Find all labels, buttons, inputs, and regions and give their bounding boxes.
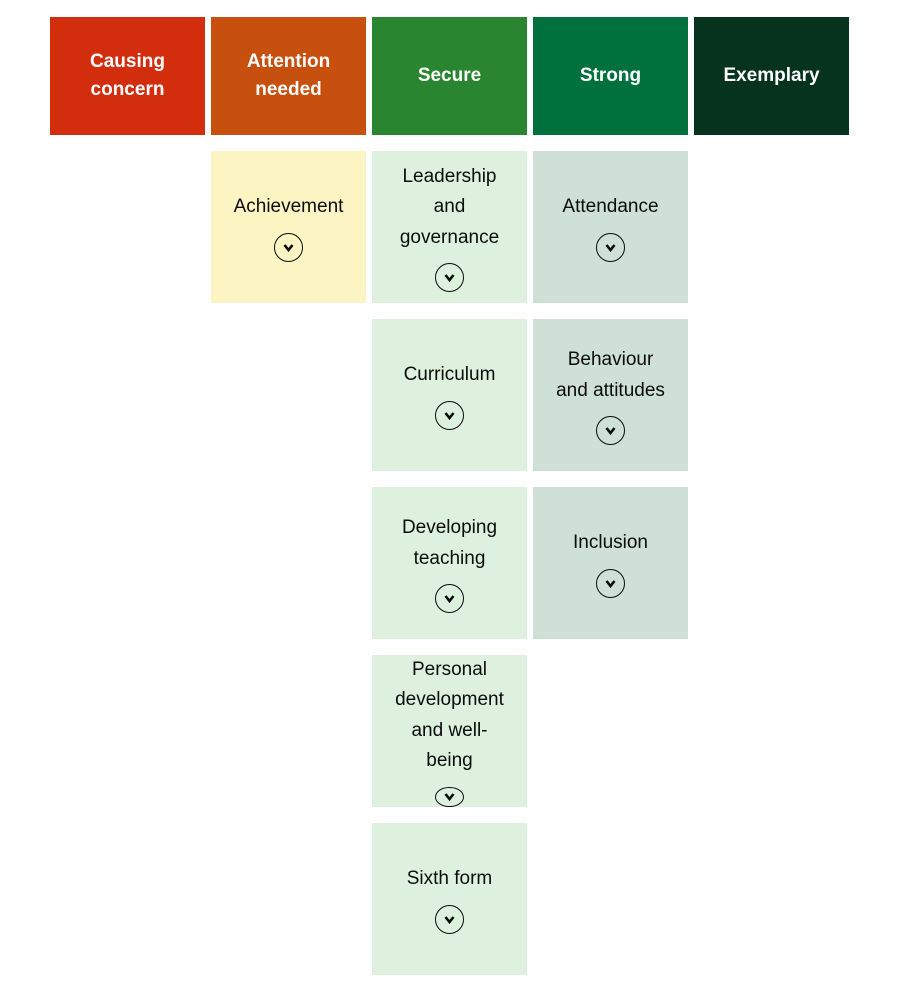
column-header-strong: Strong bbox=[533, 17, 688, 135]
card-label: Inclusion bbox=[573, 532, 648, 554]
card-attendance[interactable]: Attendance bbox=[533, 151, 688, 303]
card-label: Personal development and well-being bbox=[395, 659, 504, 772]
card-leadership-and-governance[interactable]: Leadership and governance bbox=[372, 151, 527, 303]
chevron-down-icon[interactable] bbox=[435, 583, 464, 613]
card-sixth-form[interactable]: Sixth form bbox=[372, 823, 527, 975]
card-label: Developing teaching bbox=[401, 517, 498, 569]
chevron-down-icon[interactable] bbox=[435, 786, 464, 807]
chevron-down-icon[interactable] bbox=[596, 568, 625, 598]
chevron-down-icon[interactable] bbox=[596, 232, 625, 262]
card-label: Curriculum bbox=[403, 364, 496, 386]
chevron-down-icon[interactable] bbox=[435, 263, 464, 293]
card-achievement[interactable]: Achievement bbox=[211, 151, 366, 303]
card-label: Sixth form bbox=[406, 868, 493, 890]
card-behaviour-and-attitudes[interactable]: Behaviour and attitudes bbox=[533, 319, 688, 471]
card-inclusion[interactable]: Inclusion bbox=[533, 487, 688, 639]
card-label: Leadership and governance bbox=[399, 165, 500, 248]
column-header-causing-concern: Causing concern bbox=[50, 17, 205, 135]
chevron-down-icon[interactable] bbox=[274, 232, 303, 262]
column-header-exemplary: Exemplary bbox=[694, 17, 849, 135]
column-header-attention-needed: Attention needed bbox=[211, 17, 366, 135]
card-curriculum[interactable]: Curriculum bbox=[372, 319, 527, 471]
card-label: Attendance bbox=[562, 196, 659, 218]
column-header-secure: Secure bbox=[372, 17, 527, 135]
card-label: Achievement bbox=[233, 196, 344, 218]
card-developing-teaching[interactable]: Developing teaching bbox=[372, 487, 527, 639]
card-personal-development-and-well-being[interactable]: Personal development and well-being bbox=[372, 655, 527, 807]
card-label: Behaviour and attitudes bbox=[556, 349, 665, 401]
chevron-down-icon[interactable] bbox=[596, 415, 625, 445]
chevron-down-icon[interactable] bbox=[435, 400, 464, 430]
rating-board: Causing concern Attention needed Secure … bbox=[50, 17, 849, 975]
chevron-down-icon[interactable] bbox=[435, 904, 464, 934]
